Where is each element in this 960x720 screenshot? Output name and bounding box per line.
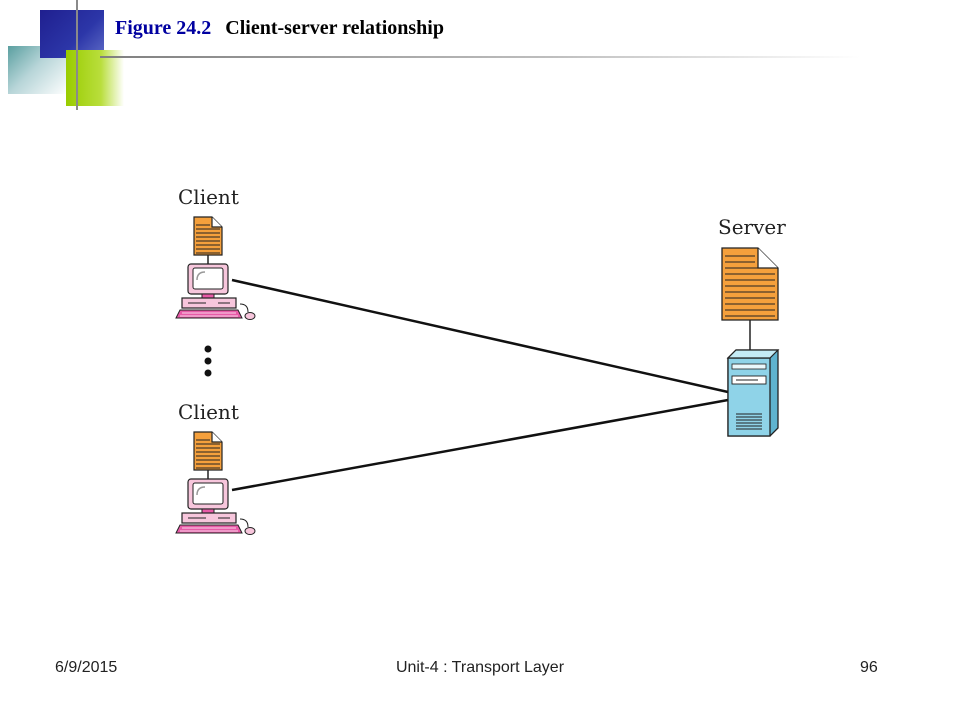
corner-vertical-rule xyxy=(76,0,78,110)
footer-date: 6/9/2015 xyxy=(55,659,118,676)
corner-decoration-green xyxy=(66,50,124,106)
server-label: Server xyxy=(718,215,786,239)
client-label-1: Client xyxy=(178,185,239,209)
link-client2-server xyxy=(231,398,729,492)
link-client1-server xyxy=(231,278,729,394)
ellipsis-dots xyxy=(204,345,212,377)
client-2-document-icon xyxy=(193,431,223,471)
footer-title: Unit-4 : Transport Layer xyxy=(395,659,565,676)
client-1-computer-icon xyxy=(175,263,256,321)
server-tower-icon xyxy=(726,349,780,437)
client-1-document-icon xyxy=(193,216,223,256)
footer-page-number: 96 xyxy=(860,659,878,676)
server-document-icon xyxy=(721,247,779,321)
slide-title: Figure 24.2 Client-server relationship xyxy=(115,17,444,40)
title-underline-rule xyxy=(100,56,860,58)
figure-number: Figure 24.2 xyxy=(115,17,212,39)
figure-caption: Client-server relationship xyxy=(225,17,444,39)
client-label-2: Client xyxy=(178,400,239,424)
